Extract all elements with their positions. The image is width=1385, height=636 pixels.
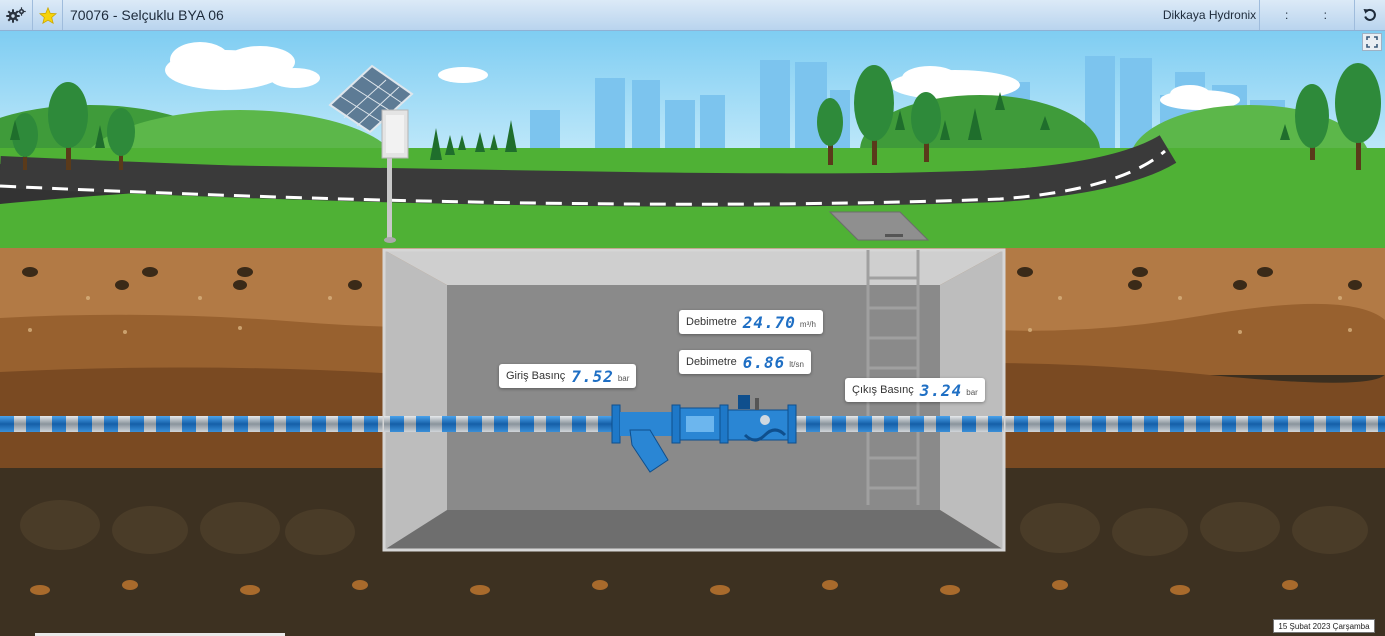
station-title: 70076 - Selçuklu BYA 06: [70, 7, 224, 23]
inlet-pressure-label: Giriş Basınç: [506, 370, 566, 382]
flow-lts-unit: lt/sn: [789, 359, 804, 369]
gears-icon: [6, 7, 26, 23]
settings-button[interactable]: [0, 0, 33, 30]
pipeline-outlet: [795, 416, 1004, 432]
scene-illustration: [0, 31, 1385, 636]
road-markings: [0, 149, 1166, 206]
star-icon: [38, 6, 57, 24]
outlet-pressure-label: Çıkış Basınç: [852, 384, 914, 396]
outlet-pressure-value: 3.24: [919, 380, 963, 400]
date-display: 15 Şubat 2023 Çarşamba: [1273, 619, 1375, 633]
manhole-cover: [828, 211, 930, 241]
outlet-pressure-reading: Çıkış Basınç 3.24 bar: [845, 378, 985, 402]
inlet-pressure-value: 7.52: [571, 366, 614, 386]
pressure-reducing-valve: [727, 395, 797, 444]
fullscreen-button[interactable]: [1362, 33, 1382, 51]
favorite-button[interactable]: [33, 0, 63, 30]
clock-display: : :: [1260, 0, 1355, 30]
expand-icon: [1366, 36, 1378, 48]
strainer-valve: [611, 404, 681, 473]
solar-panel: [328, 64, 414, 243]
top-bar: 70076 - Selçuklu BYA 06 Dikkaya Hydronix…: [0, 0, 1385, 31]
road: [0, 135, 1177, 207]
outlet-pressure-unit: bar: [966, 387, 978, 397]
refresh-button[interactable]: [1355, 0, 1385, 30]
flow-lts-label: Debimetre: [686, 356, 737, 368]
refresh-icon: [1363, 8, 1376, 21]
trees: [10, 63, 1381, 170]
flow-meter: [679, 404, 729, 444]
horizontal-scrollbar[interactable]: [35, 633, 285, 636]
rocks: [22, 267, 1362, 290]
flow-m3h-value: 24.70: [742, 312, 796, 332]
station-scene: Debimetre 24.70 m³/h Debimetre 6.86 lt/s…: [0, 31, 1385, 636]
inlet-pressure-unit: bar: [617, 373, 630, 383]
clouds: [165, 42, 1240, 110]
flow-m3h-reading: Debimetre 24.70 m³/h: [679, 310, 823, 334]
flow-m3h-unit: m³/h: [799, 319, 816, 329]
pipeline-left: [0, 416, 385, 432]
inlet-pressure-reading: Giriş Basınç 7.52 bar: [499, 364, 637, 388]
flow-lts-reading: Debimetre 6.86 lt/sn: [679, 350, 811, 374]
flow-lts-value: 6.86: [742, 352, 786, 372]
company-name: Dikkaya Hydronix: [1160, 0, 1260, 30]
pipeline-right: [1004, 416, 1385, 432]
pipeline-inlet: [384, 416, 614, 432]
flow-m3h-label: Debimetre: [686, 316, 737, 328]
